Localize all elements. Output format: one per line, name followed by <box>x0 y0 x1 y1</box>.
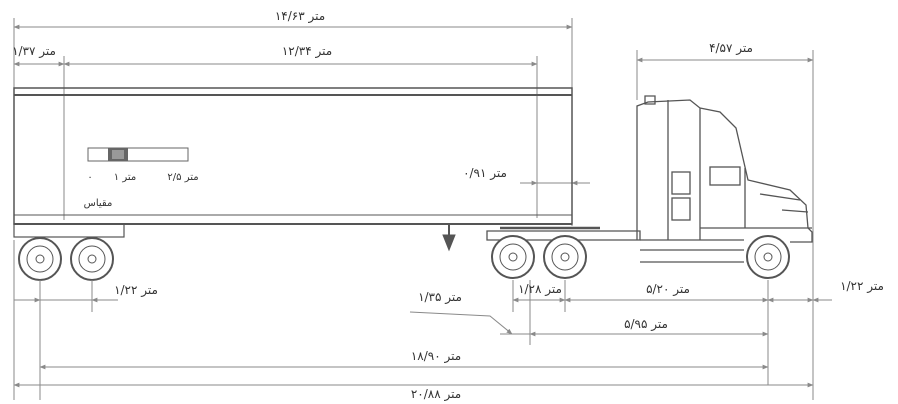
dimension-labels: ۱۴/۶۳ متر ۱/۳۷ متر ۱۲/۳۴ متر ۴/۵۷ متر ۰/… <box>12 9 884 402</box>
tractor-wheels <box>491 235 790 279</box>
drive-wheel-rear <box>491 235 535 279</box>
bottom-dimension-lines <box>13 240 832 400</box>
label-kingpin-offset: ۰/۹۱ متر <box>463 166 507 181</box>
label-drive-to-steer: ۵/۲۰ متر <box>646 282 690 297</box>
sleeper-cab <box>636 99 701 240</box>
label-drive-axle-spread: ۱/۲۸ متر <box>518 282 562 297</box>
label-axle-to-axle: ۱۸/۹۰ متر <box>411 349 461 364</box>
label-tractor-length: ۴/۵۷ متر <box>709 41 753 56</box>
label-kingpin-to-drive: ۱/۳۵ متر <box>418 290 462 305</box>
trailer-wheel-front <box>70 237 114 281</box>
label-trailer-axle-spread: ۱/۲۲ متر <box>114 283 158 298</box>
trailer <box>13 87 573 252</box>
trailer-wheel-rear <box>18 237 62 281</box>
label-trailer-overall: ۱۴/۶۳ متر <box>275 9 325 24</box>
scale-title: مقیاس <box>84 198 113 209</box>
scale-two-half: ۲/۵ متر <box>167 172 198 183</box>
day-cab <box>699 107 813 243</box>
trailer-chassis <box>13 223 125 238</box>
tractor <box>486 95 813 263</box>
label-front-overhang: ۱/۲۲ متر <box>840 279 884 294</box>
label-kingpin-to-steer: ۵/۹۵ متر <box>624 317 668 332</box>
steer-wheel <box>746 235 790 279</box>
label-trailer-body-inner: ۱۲/۳۴ متر <box>282 44 332 59</box>
top-dimension-lines <box>13 18 814 400</box>
cab-window <box>709 166 741 186</box>
trailer-wheels <box>18 237 114 281</box>
label-trailer-front-overhang: ۱/۳۷ متر <box>12 44 56 59</box>
scale-zero: ۰ <box>87 172 92 183</box>
scale-one: ۱ متر <box>114 172 136 183</box>
drive-wheel-front <box>543 235 587 279</box>
label-overall-length: ۲۰/۸۸ متر <box>411 387 461 402</box>
dim-leader-kingpin-drive <box>409 311 513 335</box>
scale-bar: ۰ ۱ متر ۲/۵ متر مقیاس <box>84 147 199 209</box>
